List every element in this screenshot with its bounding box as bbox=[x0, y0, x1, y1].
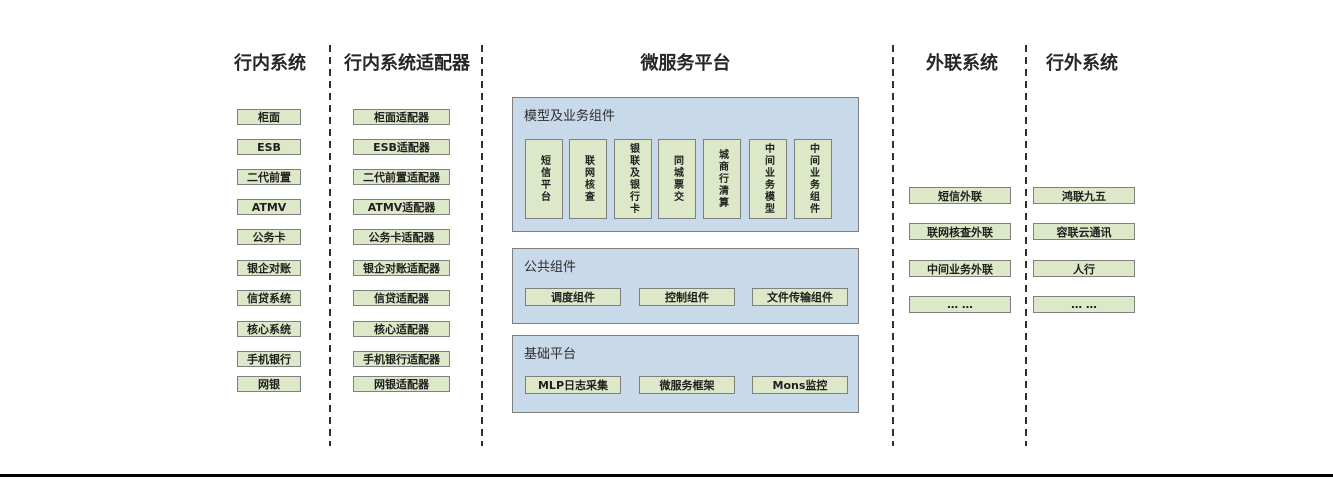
external-link-box: 联网核查外联 bbox=[909, 223, 1011, 240]
model-component-box: 城商行清算 bbox=[703, 139, 741, 219]
inbank-box: 银企对账 bbox=[237, 260, 301, 276]
column-title-platform: 微服务平台 bbox=[640, 53, 731, 74]
divider-platform-external bbox=[892, 45, 894, 446]
model-component-box: 同城票交 bbox=[658, 139, 696, 219]
panel-title: 基础平台 bbox=[524, 347, 577, 362]
adapter-box: 二代前置适配器 bbox=[353, 169, 450, 185]
outbank-box: 人行 bbox=[1033, 260, 1135, 277]
inbank-box: ESB bbox=[237, 139, 301, 155]
model-component-box: 银联及银行卡 bbox=[614, 139, 652, 219]
base-platform-box: 微服务框架 bbox=[639, 376, 735, 394]
outbank-box: 鸿联九五 bbox=[1033, 187, 1135, 204]
divider-inbank-adapters bbox=[329, 45, 331, 446]
outbank-box: … … bbox=[1033, 296, 1135, 313]
divider-adapters-platform bbox=[481, 45, 483, 446]
inbank-box: 信贷系统 bbox=[237, 290, 301, 306]
base-platform-box: MLP日志采集 bbox=[525, 376, 621, 394]
panel-model-business-components: 模型及业务组件 短信平台 联网核查 银联及银行卡 同城票交 城商行清算 中间业务… bbox=[512, 97, 859, 232]
inbank-box: 柜面 bbox=[237, 109, 301, 125]
inbank-box: 核心系统 bbox=[237, 321, 301, 337]
inbank-box: 网银 bbox=[237, 376, 301, 392]
panel-title: 公共组件 bbox=[524, 260, 577, 275]
panel-title: 模型及业务组件 bbox=[524, 109, 616, 124]
adapter-box: ESB适配器 bbox=[353, 139, 450, 155]
inbank-box: 二代前置 bbox=[237, 169, 301, 185]
adapter-box: 手机银行适配器 bbox=[353, 351, 450, 367]
adapter-box: ATMV适配器 bbox=[353, 199, 450, 215]
column-title-outbank: 行外系统 bbox=[1046, 53, 1118, 74]
adapter-box: 银企对账适配器 bbox=[353, 260, 450, 276]
adapter-box: 网银适配器 bbox=[353, 376, 450, 392]
adapter-box: 信贷适配器 bbox=[353, 290, 450, 306]
adapter-box: 核心适配器 bbox=[353, 321, 450, 337]
base-platform-box: Mons监控 bbox=[752, 376, 848, 394]
panel-common-components: 公共组件 调度组件 控制组件 文件传输组件 bbox=[512, 248, 859, 324]
inbank-box: 公务卡 bbox=[237, 229, 301, 245]
outbank-box: 容联云通讯 bbox=[1033, 223, 1135, 240]
bottom-rule bbox=[0, 474, 1333, 477]
column-title-inbank: 行内系统 bbox=[234, 53, 306, 74]
adapter-box: 柜面适配器 bbox=[353, 109, 450, 125]
model-component-box: 联网核查 bbox=[569, 139, 607, 219]
common-component-box: 调度组件 bbox=[525, 288, 621, 306]
model-component-box: 中间业务组件 bbox=[794, 139, 832, 219]
model-component-box: 短信平台 bbox=[525, 139, 563, 219]
inbank-box: ATMV bbox=[237, 199, 301, 215]
divider-external-outbank bbox=[1025, 45, 1027, 446]
inbank-box: 手机银行 bbox=[237, 351, 301, 367]
external-link-box: 中间业务外联 bbox=[909, 260, 1011, 277]
common-component-box: 控制组件 bbox=[639, 288, 735, 306]
common-component-box: 文件传输组件 bbox=[752, 288, 848, 306]
external-link-box: … … bbox=[909, 296, 1011, 313]
panel-base-platform: 基础平台 MLP日志采集 微服务框架 Mons监控 bbox=[512, 335, 859, 413]
external-link-box: 短信外联 bbox=[909, 187, 1011, 204]
model-component-box: 中间业务模型 bbox=[749, 139, 787, 219]
column-title-external-link: 外联系统 bbox=[926, 53, 998, 74]
adapter-box: 公务卡适配器 bbox=[353, 229, 450, 245]
column-title-adapters: 行内系统适配器 bbox=[344, 53, 470, 74]
